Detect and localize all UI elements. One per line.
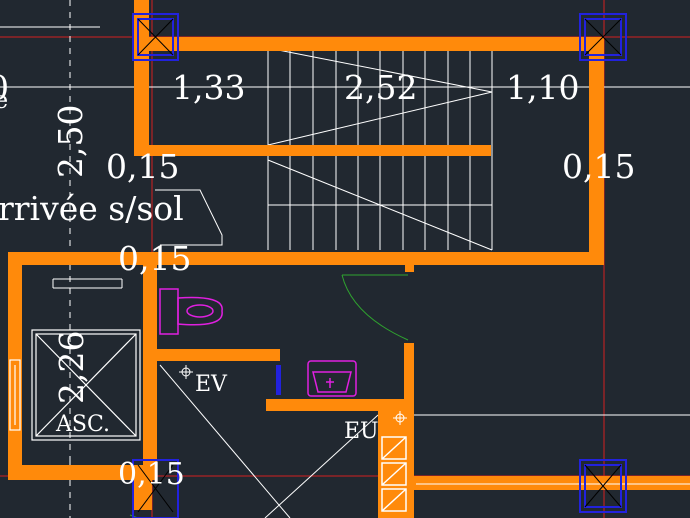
columns [132,13,627,518]
dim-2-26-vertical: 2,26 [52,331,91,404]
washbasin-icon [307,360,357,397]
dim-0-15-a: 0,15 [106,147,179,186]
column-top-left [132,13,179,61]
label-asc: ASC. [55,412,110,437]
dim-0-15-b: 0,15 [562,147,635,186]
toilet-icon [159,288,223,335]
crosshair-markers [179,365,407,425]
column-bottom-left [132,459,179,518]
column-bottom-right [579,459,627,513]
small-column-marker [276,365,281,395]
diagonal-lines [52,189,690,518]
label-ev: EV [195,372,228,397]
column-top-right [579,13,627,61]
dim-1-33: 1,33 [172,68,245,107]
dim-edge-fragment: e [0,86,8,114]
dim-0-15-c: 0,15 [118,239,191,278]
elevator-cross-icon [9,329,141,441]
label-arrivee-sous-sol: rrivée s/sol [0,189,184,228]
dim-2-52: 2,52 [344,68,417,107]
dim-left-partial: 0 [0,68,9,107]
dim-0-15-d: 0,15 [118,457,185,492]
stair-section-lower [381,436,690,512]
dim-2-50-vertical: 2,50 [51,105,90,178]
dim-1-10: 1,10 [506,68,579,107]
label-eu: EU [344,419,379,444]
walls [8,0,690,518]
